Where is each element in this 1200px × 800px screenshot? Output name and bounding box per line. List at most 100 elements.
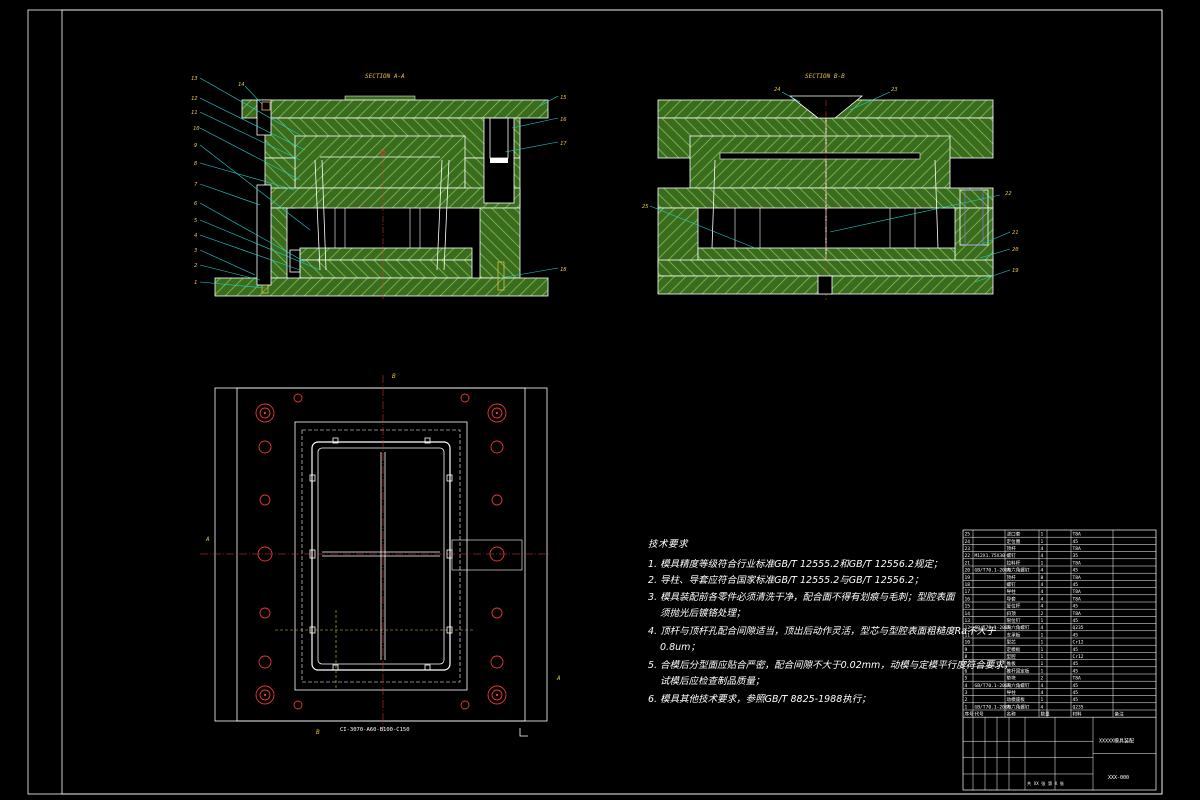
- marker-b-top: B: [392, 373, 396, 380]
- bom-cell-name: 导套: [1007, 595, 1017, 602]
- bom-cell-no: 9: [965, 647, 968, 653]
- bom-cell-no: 2: [965, 697, 968, 703]
- bom-cell-mat: T8A: [1073, 611, 1082, 617]
- bom-cell-mat: Cr12: [1073, 640, 1084, 646]
- bom-cell-name: 螺钉: [1007, 581, 1017, 588]
- bom-cell-name: 导柱: [1007, 588, 1017, 595]
- note-continuation: 0.8um；: [660, 642, 700, 653]
- bom-cell-no: 15: [965, 604, 971, 610]
- note-line: 2. 导柱、导套应符合国家标准GB/T 12555.2与GB/T 12556.2…: [648, 575, 924, 586]
- bom-cell-name: 斜顶: [1007, 610, 1017, 617]
- bom-cell-mat: 45: [1073, 582, 1079, 588]
- bom-cell-name: 复位杆: [1007, 603, 1021, 610]
- marker-a-left: A: [205, 536, 210, 543]
- bom-cell-no: 5: [965, 676, 968, 682]
- cavity-insert: [294, 135, 466, 189]
- drawing-frame-inner: [61, 9, 1163, 795]
- bom-cell-no: 25: [965, 532, 971, 538]
- bom-cell-no: 13: [965, 618, 971, 624]
- bom-cell-mat: T8A: [1073, 589, 1082, 595]
- bom-cell-mat: T8A: [1073, 596, 1082, 602]
- svg-text:17: 17: [560, 141, 567, 147]
- mold-base-designation: CI-3070-A60-B100-C150: [340, 727, 410, 733]
- bom-cell-qty: 4: [1041, 582, 1044, 588]
- svg-text:15: 15: [560, 95, 567, 101]
- bom-cell-qty: 4: [1041, 546, 1044, 552]
- bom-header-name: 名称: [1007, 711, 1017, 718]
- note-line: 6. 模具其他技术要求，参照GB/T 8825-1988执行；: [648, 693, 871, 705]
- bom-cell-qty: 4: [1041, 568, 1044, 574]
- bom-cell-qty: 1: [1041, 532, 1044, 538]
- bom-cell-qty: 4: [1041, 604, 1044, 610]
- note-line: 5. 合模后分型面应贴合严密，配合间隙不大于0.02mm，动模与定模平行度符合要…: [648, 659, 1014, 671]
- svg-text:18: 18: [560, 267, 567, 273]
- bom-cell-qty: 8: [1041, 575, 1044, 581]
- bom-cell-no: 7: [965, 661, 968, 667]
- title-drawing-name: XXXXX模具装配: [1099, 738, 1134, 745]
- svg-text:16: 16: [560, 117, 567, 123]
- bom-cell-name: 内六角螺钉: [1007, 624, 1030, 631]
- bom-cell-std: GB/T70.1-2000: [975, 683, 1011, 689]
- svg-text:14: 14: [238, 82, 245, 88]
- bom-cell-no: 4: [965, 683, 968, 689]
- bom-cell-no: 1: [965, 704, 968, 710]
- svg-text:12: 12: [191, 96, 198, 102]
- bom-cell-qty: 1: [1041, 640, 1044, 646]
- svg-text:13: 13: [191, 76, 198, 82]
- bom-cell-mat: 45: [1073, 661, 1079, 667]
- note-continuation: 试模后应检查制品质量；: [660, 676, 765, 687]
- bom-cell-no: 17: [965, 589, 971, 595]
- svg-text:6: 6: [194, 201, 198, 207]
- svg-text:22: 22: [1005, 191, 1012, 197]
- bom-cell-qty: 1: [1041, 661, 1044, 667]
- svg-text:23: 23: [891, 87, 898, 93]
- bom-cell-mat: T8A: [1073, 532, 1082, 538]
- bom-cell-name: 定模板: [1007, 646, 1021, 653]
- bom-header-qty: 数量: [1041, 711, 1051, 718]
- bom-cell-name: 顶杆: [1007, 574, 1017, 581]
- bom-cell-name: 限位钉: [1007, 617, 1021, 624]
- title-drawing-number: XXX-000: [1108, 775, 1129, 781]
- bom-cell-mat: Q235: [1073, 625, 1084, 631]
- bom-cell-mat: T8A: [1073, 546, 1082, 552]
- note-continuation: 须抛光后镀铬处理；: [660, 608, 746, 619]
- bom-cell-no: 21: [965, 560, 971, 566]
- bom-cell-name: 型腔: [1007, 653, 1017, 660]
- bom-cell-qty: 1: [1041, 647, 1044, 653]
- bom-cell-no: 24: [965, 539, 971, 545]
- svg-text:25: 25: [642, 204, 649, 210]
- bom-cell-name: 推杆固定板: [1007, 667, 1030, 674]
- bom-cell-no: 3: [965, 690, 968, 696]
- bom-cell-mat: 45: [1073, 632, 1079, 638]
- bom-header-no: 序号: [965, 711, 975, 718]
- bom-cell-no: 14: [965, 611, 971, 617]
- bom-cell-qty: 1: [1041, 654, 1044, 660]
- bom-cell-qty: 2: [1041, 611, 1044, 617]
- bom-cell-name: 型芯: [1007, 639, 1017, 646]
- bom-cell-name: 浇口套: [1007, 531, 1021, 538]
- bom-cell-mat: 45: [1073, 690, 1079, 696]
- bom-cell-std: M12X1.75X30: [975, 553, 1006, 559]
- bom-cell-no: 10: [965, 640, 971, 646]
- bom-cell-name: 定位圈: [1007, 538, 1021, 545]
- note-line: 4. 顶杆与顶杆孔配合间隙适当，顶出后动作灵活，型芯与型腔表面粗糙度Ra不大于: [648, 625, 996, 637]
- note-line: 1. 模具精度等级符合行业标准GB/T 12555.2和GB/T 12556.2…: [648, 558, 943, 570]
- bom-cell-no: 22: [965, 553, 971, 559]
- bom-header-std: 代号: [975, 711, 985, 718]
- bom-cell-mat: T8A: [1073, 575, 1082, 581]
- bom-cell-mat: 35: [1073, 553, 1079, 559]
- bom-cell-qty: 4: [1041, 690, 1044, 696]
- notes-list: 1. 模具精度等级符合行业标准GB/T 12555.2和GB/T 12556.2…: [648, 558, 1014, 705]
- title-sheet-count: 共 XX 张 第 X 张: [1027, 780, 1065, 787]
- section-a-view: SECTION A-A: [191, 73, 567, 300]
- bom-cell-name: 垫块: [1007, 675, 1017, 682]
- bom-cell-mat: Cr12: [1073, 654, 1084, 660]
- bom-cell-mat: 45: [1073, 604, 1079, 610]
- bom-cell-name: 螺钉: [1007, 552, 1017, 559]
- bom-header-note: 备注: [1115, 711, 1125, 718]
- section-b-title: SECTION B-B: [805, 73, 845, 80]
- svg-text:24: 24: [774, 87, 781, 93]
- bom-cell-mat: T8A: [1073, 676, 1082, 682]
